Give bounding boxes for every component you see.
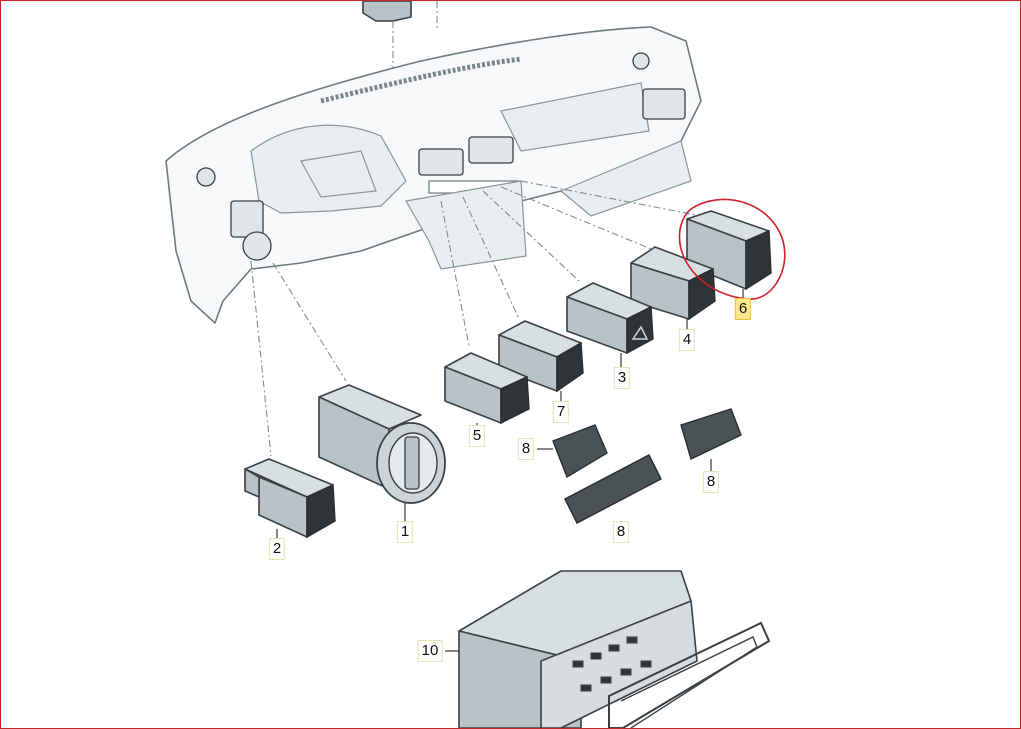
switch-3: [566, 282, 654, 355]
blank-cover-small-left: [552, 424, 608, 479]
callout-5: 5: [468, 425, 486, 447]
headlight-switch: [318, 384, 446, 504]
callout-1: 1: [396, 521, 414, 543]
dashboard-panel: [165, 26, 702, 324]
climate-control-unit: [458, 570, 698, 728]
blank-cover-long: [564, 454, 662, 524]
guide-lines: [250, 180, 702, 457]
callout-2: 2: [268, 538, 286, 560]
blank-cover-small-right: [680, 408, 742, 460]
callout-8-middle: 8: [612, 521, 630, 543]
callout-6: 6: [734, 298, 752, 320]
callout-10: 10: [417, 640, 443, 662]
callout-8-right: 8: [702, 471, 720, 493]
callout-7: 7: [552, 401, 570, 423]
switch-6: [686, 210, 772, 291]
trim-frame: [608, 621, 771, 728]
small-switch-module: [244, 458, 336, 539]
callout-4: 4: [678, 329, 696, 351]
switch-7: [498, 320, 584, 393]
highlight-circle: [678, 198, 786, 300]
callout-3: 3: [613, 367, 631, 389]
switch-5: [444, 352, 530, 425]
callout-8-left: 8: [517, 438, 535, 460]
